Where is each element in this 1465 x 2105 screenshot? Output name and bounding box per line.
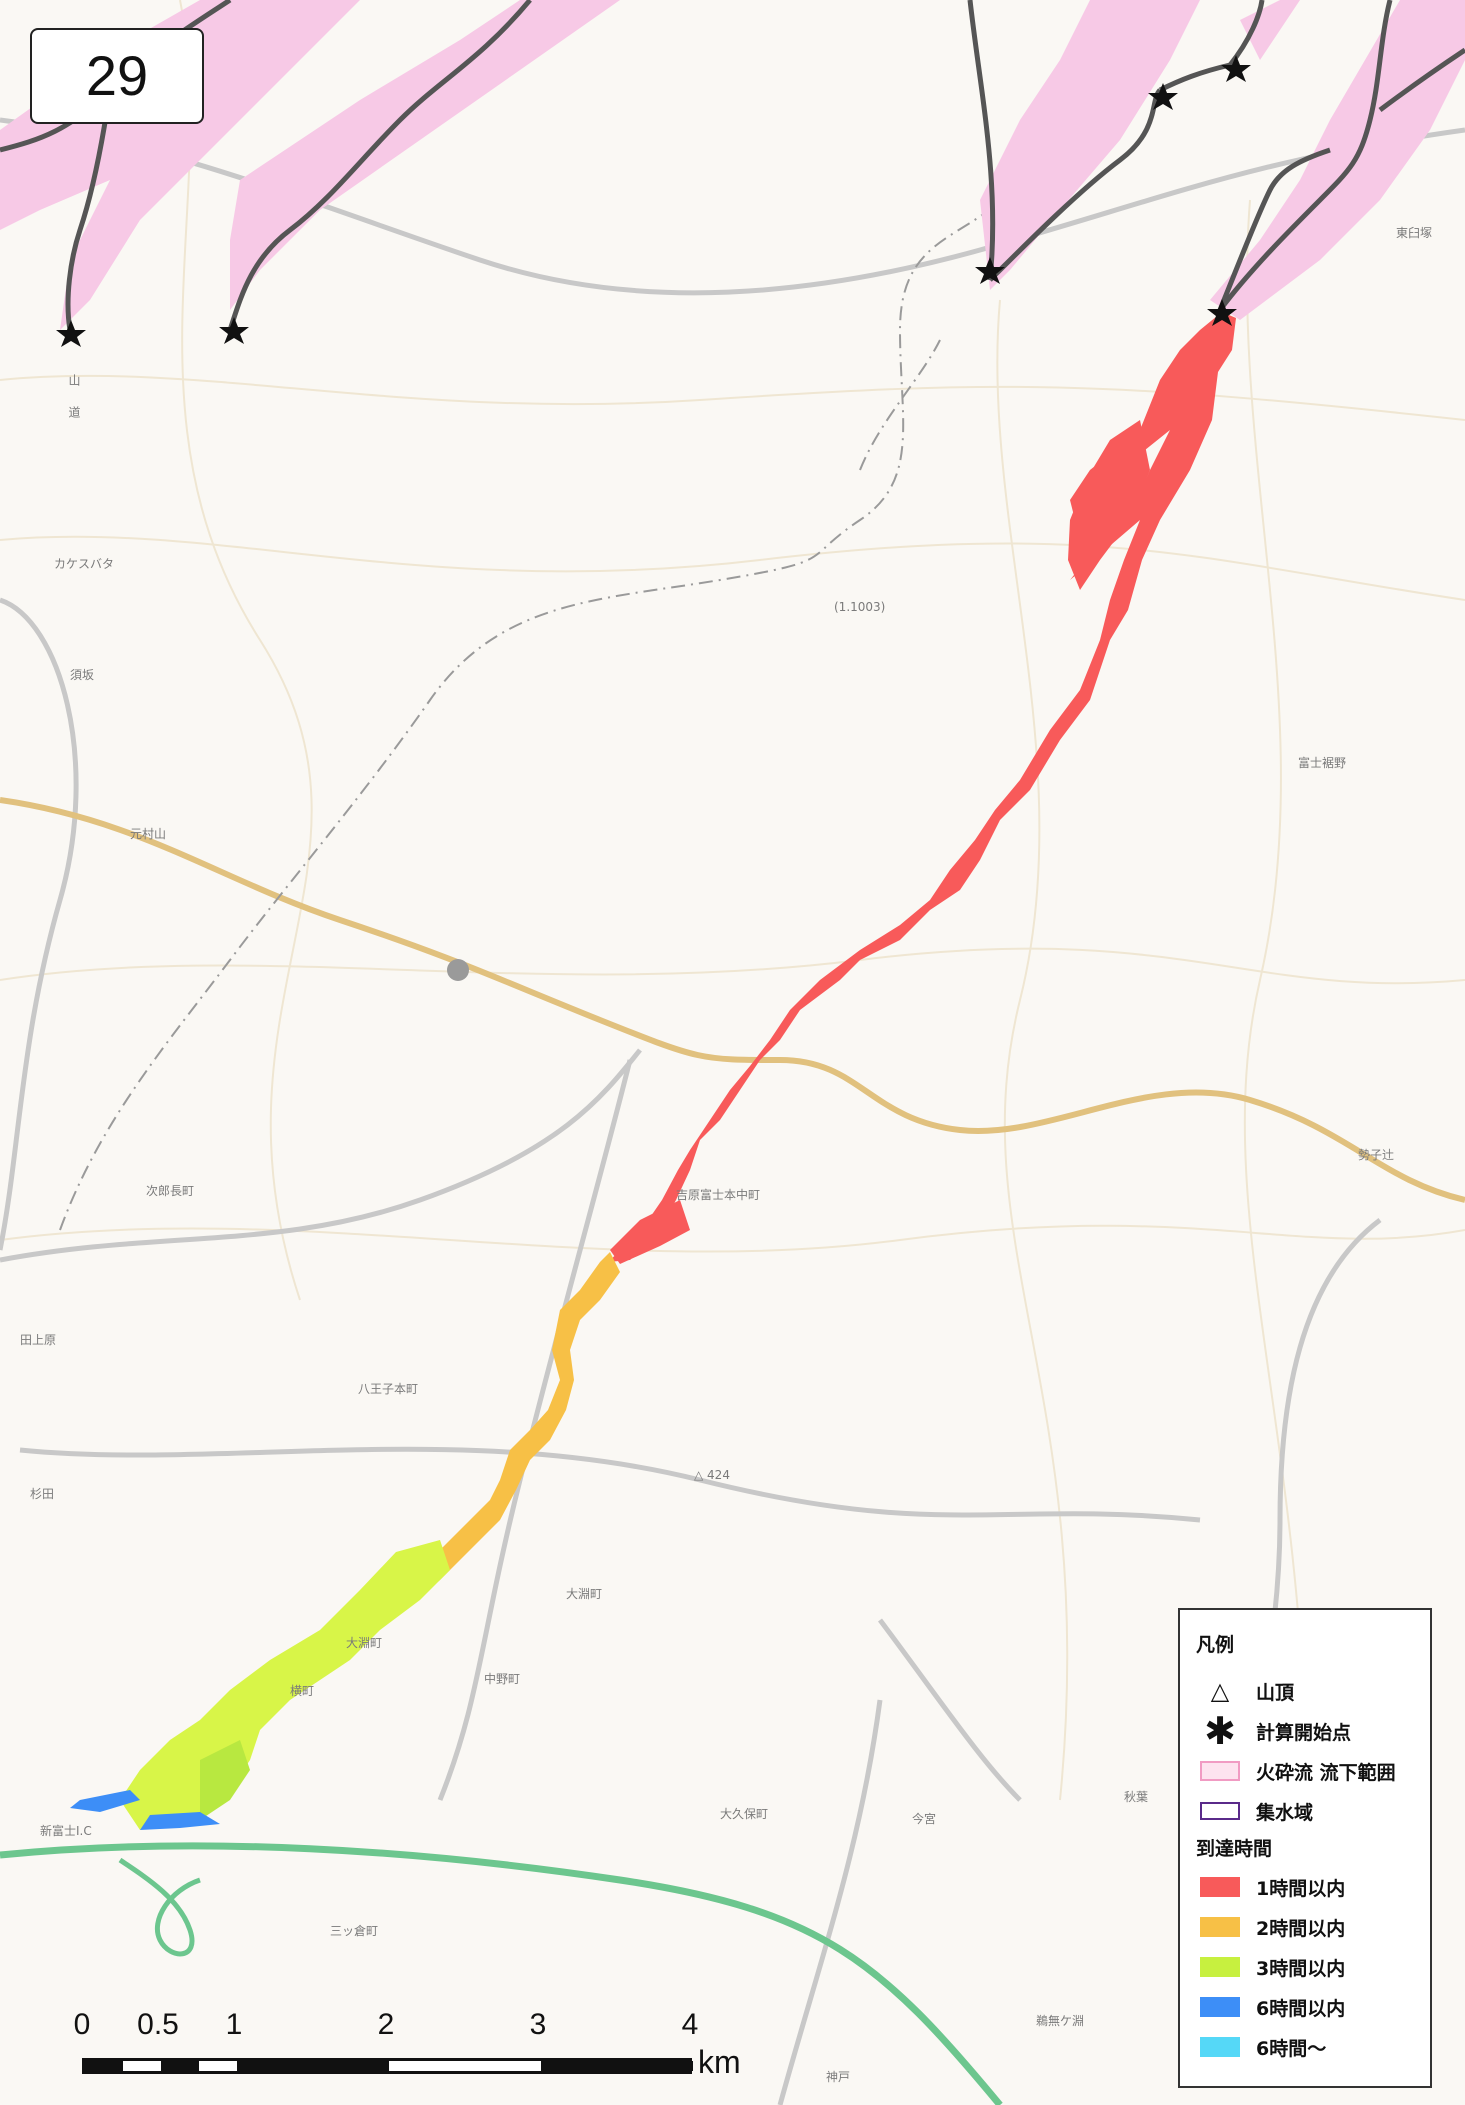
place-label: △ 424: [694, 1468, 730, 1482]
blue-swatch: [1196, 1997, 1244, 2017]
legend-label: 3時間以内: [1256, 1957, 1346, 1980]
place-label: 田上原: [20, 1333, 57, 1347]
admin-boundary-2: [859, 339, 941, 471]
start-point-icon: [1148, 83, 1178, 110]
yellow-green-swatch: [1196, 1957, 1244, 1977]
legend-item-1h: 1時間以内: [1196, 1867, 1416, 1907]
legend-label: 山頂: [1256, 1681, 1295, 1704]
legend-item-pyroclastic: 火砕流 流下範囲: [1196, 1751, 1416, 1791]
legend-item-6h: 6時間以内: [1196, 1987, 1416, 2027]
place-label: 元村山: [130, 827, 167, 841]
scale-tick-label: 3: [529, 2008, 547, 2041]
purple-outline-swatch: [1196, 1802, 1244, 1820]
place-label: 山道: [67, 374, 81, 438]
terrain-lines: [0, 0, 1465, 2001]
legend-label: 計算開始点: [1256, 1721, 1352, 1744]
place-label: 秋葉: [1124, 1790, 1149, 1804]
place-label: 勢子辻: [1358, 1148, 1395, 1162]
legend-label: 火砕流 流下範囲: [1256, 1761, 1396, 1784]
legend-item-2h: 2時間以内: [1196, 1907, 1416, 1947]
legend-title: 凡例: [1196, 1634, 1235, 1656]
place-label: 新富士I.C: [40, 1824, 92, 1838]
pink-area-swatch: [1196, 1761, 1244, 1781]
place-label: 神戸: [826, 2070, 851, 2084]
place-label: 鵜無ケ淵: [1036, 2014, 1085, 2028]
expressway: [0, 1842, 1003, 2105]
scale-tick-label: 0: [73, 2008, 91, 2041]
asterisk-icon: ✱: [1204, 1709, 1236, 1753]
place-label: 富士裾野: [1298, 756, 1347, 770]
flow-3h: [120, 1540, 450, 1830]
start-point-icon: [1221, 55, 1251, 82]
place-label: 横町: [290, 1684, 315, 1698]
flow-6h: [70, 1790, 220, 1830]
start-point-icon: [219, 317, 249, 344]
orange-swatch: [1196, 1917, 1244, 1937]
place-label: 八王子本町: [358, 1382, 419, 1396]
start-point-icon: [1207, 299, 1237, 326]
place-label: 三ッ倉町: [330, 1924, 379, 1938]
national-road: [0, 797, 1465, 1203]
legend-item-catchment: 集水域: [1196, 1791, 1416, 1831]
triangle-outline-icon: △: [1210, 1677, 1230, 1705]
flow-1h: [608, 312, 1236, 1262]
flow-1h-wide: [610, 420, 1150, 1264]
flow-3h-lower: [200, 1740, 250, 1820]
sheet-number: 29: [30, 28, 204, 124]
map-legend: 凡例 △ 山頂 ✱ 計算開始点 火砕流 流下範囲 集水域 到達時間 1時間以内 …: [1178, 1608, 1432, 2088]
scale-tick-label: 2: [377, 2008, 395, 2041]
place-label: カケスバタ: [54, 557, 115, 571]
place-label: 大久保町: [720, 1807, 769, 1821]
scale-bar: 0 0.5 1 2 3 4 km: [60, 2008, 760, 2088]
place-label: 中野町: [484, 1672, 521, 1686]
place-label: 次郎長町: [146, 1184, 195, 1198]
scale-tick-label: 0.5: [137, 2008, 179, 2041]
place-label: 杉田: [30, 1487, 55, 1501]
interchange: [118, 1857, 201, 1957]
legend-item-3h: 3時間以内: [1196, 1947, 1416, 1987]
place-label: 吉原富士本中町: [676, 1188, 761, 1202]
flow-2h: [396, 1252, 620, 1600]
place-label: 須坂: [70, 668, 95, 682]
admin-boundary: [59, 199, 1001, 1231]
place-label: 東臼塚: [1396, 226, 1433, 240]
legend-item-start: ✱ 計算開始点: [1196, 1711, 1416, 1751]
scale-bar-graphic: [82, 2058, 693, 2074]
scale-tick-label: 4: [681, 2008, 699, 2041]
place-label: (1.1003): [834, 600, 886, 614]
red-swatch: [1196, 1877, 1244, 1897]
route-shield-icon: [447, 959, 469, 981]
place-label: 今宮: [912, 1812, 937, 1826]
cyan-swatch: [1196, 2037, 1244, 2057]
legend-label: 集水域: [1256, 1801, 1314, 1824]
start-point-icon: [56, 320, 86, 347]
start-points: [56, 55, 1251, 347]
scale-unit: km: [698, 2044, 741, 2080]
legend-label: 6時間～: [1256, 2037, 1327, 2060]
legend-item-summit: △ 山頂: [1196, 1671, 1416, 1711]
legend-label: 1時間以内: [1256, 1877, 1346, 1900]
catchment-boundary: [0, 0, 1465, 331]
place-label: 大淵町: [346, 1636, 383, 1650]
legend-arrival-title: 到達時間: [1196, 1838, 1273, 1860]
legend-item-6h-plus: 6時間～: [1196, 2027, 1416, 2067]
scale-tick-label: 1: [225, 2008, 243, 2041]
legend-label: 2時間以内: [1256, 1917, 1346, 1940]
start-point-icon: [975, 257, 1005, 284]
legend-label: 6時間以内: [1256, 1997, 1346, 2020]
place-label: 大淵町: [566, 1587, 603, 1601]
